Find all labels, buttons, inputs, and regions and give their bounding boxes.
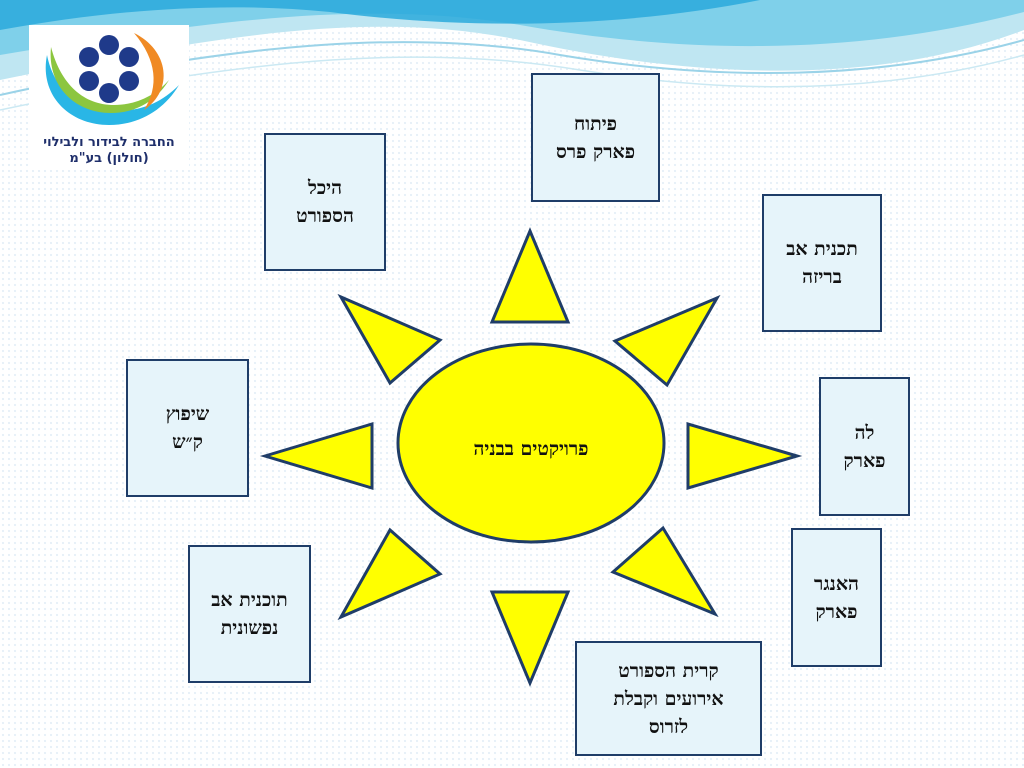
project-box-sports-hall: היכל הספורט [264,133,386,271]
project-line: פארק [843,449,886,472]
project-line: היכל [307,177,343,199]
project-box-breeze-plan: תכנית אב בריזה [762,194,882,332]
project-line: פארק פרס [555,140,636,163]
project-line: לה [854,421,875,444]
project-box-la-park: לה פארק [819,377,910,516]
project-line: בריזה [802,266,842,288]
project-line: פיתוח [574,112,618,135]
project-line: לזרוס [648,715,689,738]
project-line: ק״ש [172,431,203,453]
sun-ray-bottom [489,590,571,687]
logo-dots [79,35,139,103]
sun-ray-bottom-left [337,527,443,621]
project-line: תוכנית אב [211,589,288,611]
project-line: אירועים וקבלת [613,687,724,710]
project-line: הספורט [296,205,354,227]
sun-ray-top-left [337,293,443,386]
logo-emblem-icon [45,33,180,125]
project-line: האנגר [814,572,859,595]
logo-name-line2: (חולון) בע"מ [69,151,149,166]
sun-ray-bottom-right [610,525,719,618]
center-label: פרויקטים בבניה [473,438,589,460]
project-box-paris-park: פיתוח פארק פרס [531,73,660,202]
sun-center [396,342,666,544]
project-line: שיפוץ [165,403,210,425]
sun-ray-top-right [612,294,721,388]
sun-ray-left [259,421,374,491]
project-line: קרית הספורט [618,659,719,682]
project-box-nafshonit-plan: תוכנית אב נפשונית [188,545,311,683]
company-logo: החברה לבידור ולבילוי (חולון) בע"מ [29,25,189,170]
project-line: נפשונית [220,617,279,639]
project-box-kash-renovation: שיפוץ ק״ש [126,359,249,497]
sun-ray-right [686,421,803,491]
project-line: תכנית אב [786,238,858,260]
logo-name-line1: החברה לבידור ולבילוי [43,135,175,150]
sun-ray-top [489,227,571,324]
project-line: פארק [815,600,858,623]
header-wave [0,0,1024,111]
project-box-sports-city: קרית הספורט אירועים וקבלת לזרוס [575,641,762,756]
project-box-hangar-park: האנגר פארק [791,528,882,667]
